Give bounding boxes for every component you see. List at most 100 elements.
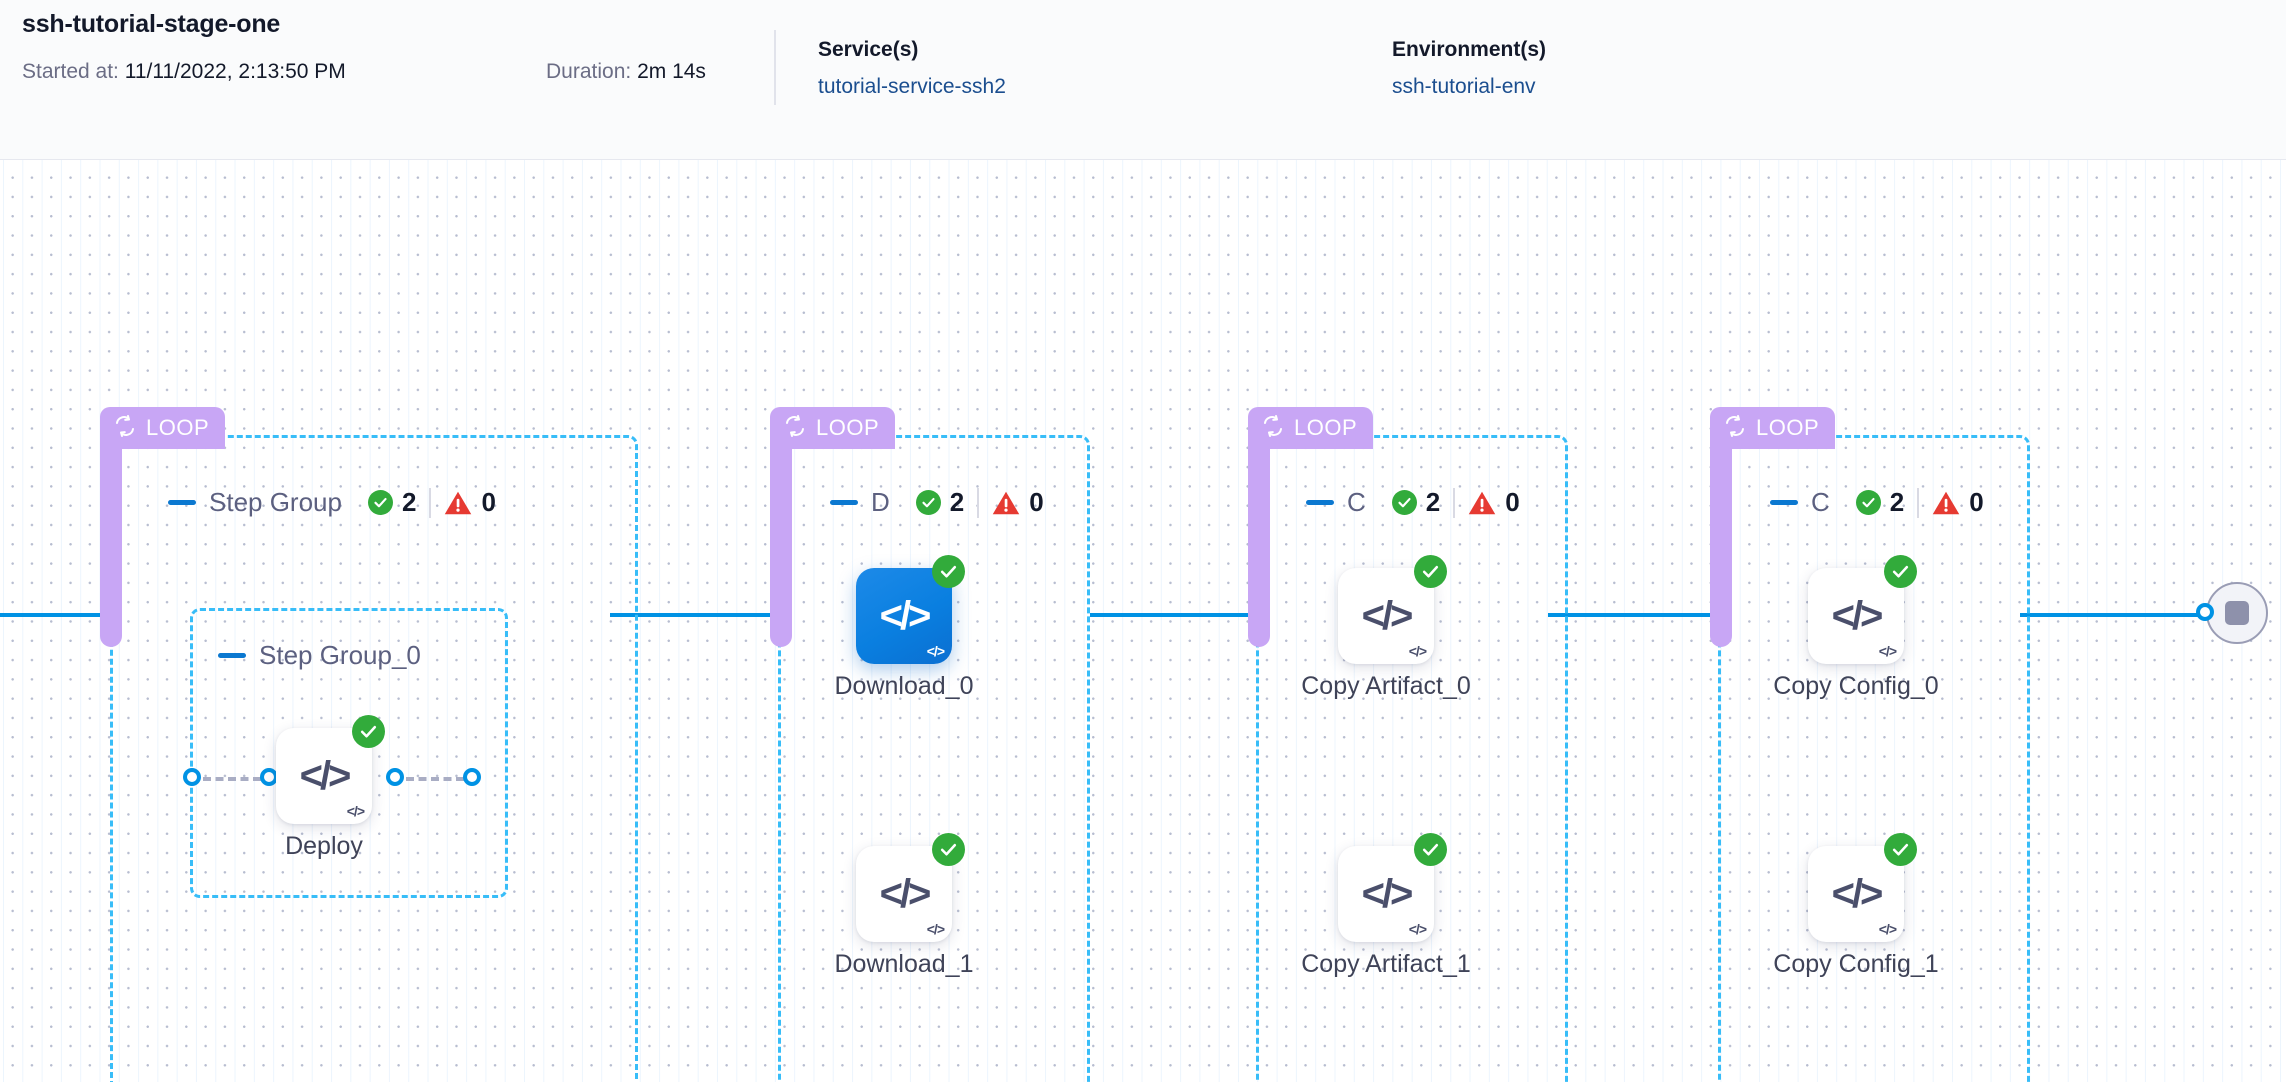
check-circle-icon <box>1414 555 1447 588</box>
code-brackets-icon: </> <box>1361 872 1414 916</box>
step-group-boundary[interactable] <box>110 435 638 1082</box>
environments-column: Environment(s) ssh-tutorial-env <box>1392 38 1546 99</box>
count-divider <box>1917 487 1920 518</box>
pipeline-execution-canvas[interactable]: LOOP Step Group 2 0 Step Group_0 <box>0 160 2286 1082</box>
duration-block: Duration: 2m 14s <box>546 60 706 84</box>
node-card[interactable]: </> </> <box>1338 555 1447 664</box>
copy-config-group-label: C <box>1811 487 1830 517</box>
count-divider <box>429 487 432 518</box>
copy-artifact-group-header[interactable]: C 2 0 <box>1306 487 1520 518</box>
node-copy-artifact-0[interactable]: </> </> Copy Artifact_0 <box>1301 555 1471 700</box>
dashed-stub-left <box>203 777 261 781</box>
dashed-stub-right <box>406 777 464 781</box>
environment-link[interactable]: ssh-tutorial-env <box>1392 75 1536 98</box>
node-label: Copy Config_0 <box>1773 672 1939 700</box>
loop-badge: LOOP <box>770 407 896 449</box>
node-label: Copy Config_1 <box>1773 950 1939 978</box>
collapse-minus-icon[interactable] <box>1306 500 1334 505</box>
shell-script-type-icon: </> <box>346 803 365 819</box>
loop-side-bar <box>1248 435 1270 647</box>
download-group-counts: 2 0 <box>915 487 1044 518</box>
node-deploy[interactable]: </> </> Deploy <box>276 715 385 860</box>
node-card[interactable]: </> </> <box>1808 555 1917 664</box>
loop-badge: LOOP <box>100 407 226 449</box>
warning-triangle-icon <box>992 490 1020 516</box>
copy-artifact-group-counts: 2 0 <box>1391 487 1520 518</box>
loop-badge: LOOP <box>1248 407 1374 449</box>
failure-count: 0 <box>1029 487 1044 517</box>
collapse-minus-icon[interactable] <box>218 653 246 658</box>
duration-label: Duration: <box>546 60 632 83</box>
loop-side-bar <box>1710 435 1732 647</box>
service-link[interactable]: tutorial-service-ssh2 <box>818 75 1006 98</box>
code-brackets-icon: </> <box>879 872 932 916</box>
node-copy-config-0[interactable]: </> </> Copy Config_0 <box>1773 555 1939 700</box>
download-group-boundary[interactable] <box>778 435 1090 1082</box>
connector-wire-exit <box>2020 613 2210 617</box>
sub-step-group-0-header[interactable]: Step Group_0 <box>218 640 421 671</box>
check-circle-icon <box>1884 833 1917 866</box>
port-left-outer[interactable] <box>183 768 201 786</box>
check-circle-icon <box>932 833 965 866</box>
check-circle-icon <box>367 490 393 515</box>
success-count: 2 <box>401 487 417 517</box>
node-download-1[interactable]: </> </> Download_1 <box>835 833 974 978</box>
loop-badge-label: LOOP <box>146 415 210 440</box>
loop-icon <box>783 414 807 443</box>
collapse-minus-icon[interactable] <box>830 500 858 505</box>
node-copy-artifact-1[interactable]: </> </> Copy Artifact_1 <box>1301 833 1471 978</box>
check-circle-icon <box>1855 490 1881 515</box>
shell-script-type-icon: </> <box>1878 921 1897 937</box>
node-card[interactable]: </> </> <box>1338 833 1447 942</box>
started-at-block: Started at: 11/11/2022, 2:13:50 PM <box>22 60 346 84</box>
step-group-header[interactable]: Step Group 2 0 <box>168 487 496 518</box>
end-node-port[interactable] <box>2196 603 2214 621</box>
node-card[interactable]: </> </> <box>856 833 965 942</box>
copy-artifact-group-label: C <box>1347 487 1366 517</box>
download-group-header[interactable]: D 2 0 <box>830 487 1044 518</box>
shell-script-type-icon: </> <box>1408 921 1427 937</box>
code-brackets-icon: </> <box>1831 872 1884 916</box>
services-label: Service(s) <box>818 38 919 61</box>
stop-square-icon <box>2225 601 2249 625</box>
node-copy-config-1[interactable]: </> </> Copy Config_1 <box>1773 833 1939 978</box>
failure-count: 0 <box>481 487 496 517</box>
copy-artifact-group-boundary[interactable] <box>1256 435 1568 1082</box>
check-circle-icon <box>1391 490 1417 515</box>
node-card[interactable]: </> </> <box>276 715 385 824</box>
collapse-minus-icon[interactable] <box>1770 500 1798 505</box>
started-at-label: Started at: <box>22 60 119 83</box>
connector-wire-1 <box>610 613 770 617</box>
node-card[interactable]: </> </> <box>856 555 965 664</box>
port-right-outer[interactable] <box>463 768 481 786</box>
shell-script-type-icon: </> <box>926 643 945 659</box>
sub-step-group-0-boundary[interactable] <box>190 608 508 898</box>
started-at-value: 11/11/2022, 2:13:50 PM <box>124 60 346 83</box>
node-card[interactable]: </> </> <box>1808 833 1917 942</box>
pipeline-end-node[interactable] <box>2206 582 2268 644</box>
header-divider <box>774 30 776 105</box>
check-circle-icon <box>352 715 385 748</box>
loop-badge-label: LOOP <box>816 415 880 440</box>
code-brackets-icon: </> <box>1831 594 1884 638</box>
loop-icon <box>1261 414 1285 443</box>
download-group-label: D <box>871 487 890 517</box>
copy-config-group-counts: 2 0 <box>1855 487 1984 518</box>
warning-triangle-icon <box>444 490 472 516</box>
connector-wire-3 <box>1548 613 1710 617</box>
copy-config-group-header[interactable]: C 2 0 <box>1770 487 1984 518</box>
connector-wire-entry <box>0 613 116 617</box>
check-circle-icon <box>915 490 941 515</box>
node-label: Download_1 <box>834 950 974 978</box>
collapse-minus-icon[interactable] <box>168 500 196 505</box>
shell-script-type-icon: </> <box>1878 643 1897 659</box>
code-brackets-icon: </> <box>879 594 932 638</box>
loop-badge: LOOP <box>1710 407 1836 449</box>
node-label: Deploy <box>285 832 363 860</box>
success-count: 2 <box>1889 487 1905 517</box>
node-download-0[interactable]: </> </> Download_0 <box>835 555 974 700</box>
copy-config-group-boundary[interactable] <box>1718 435 2030 1082</box>
code-brackets-icon: </> <box>299 754 352 798</box>
port-right-inner[interactable] <box>386 768 404 786</box>
connector-wire-2 <box>1090 613 1250 617</box>
